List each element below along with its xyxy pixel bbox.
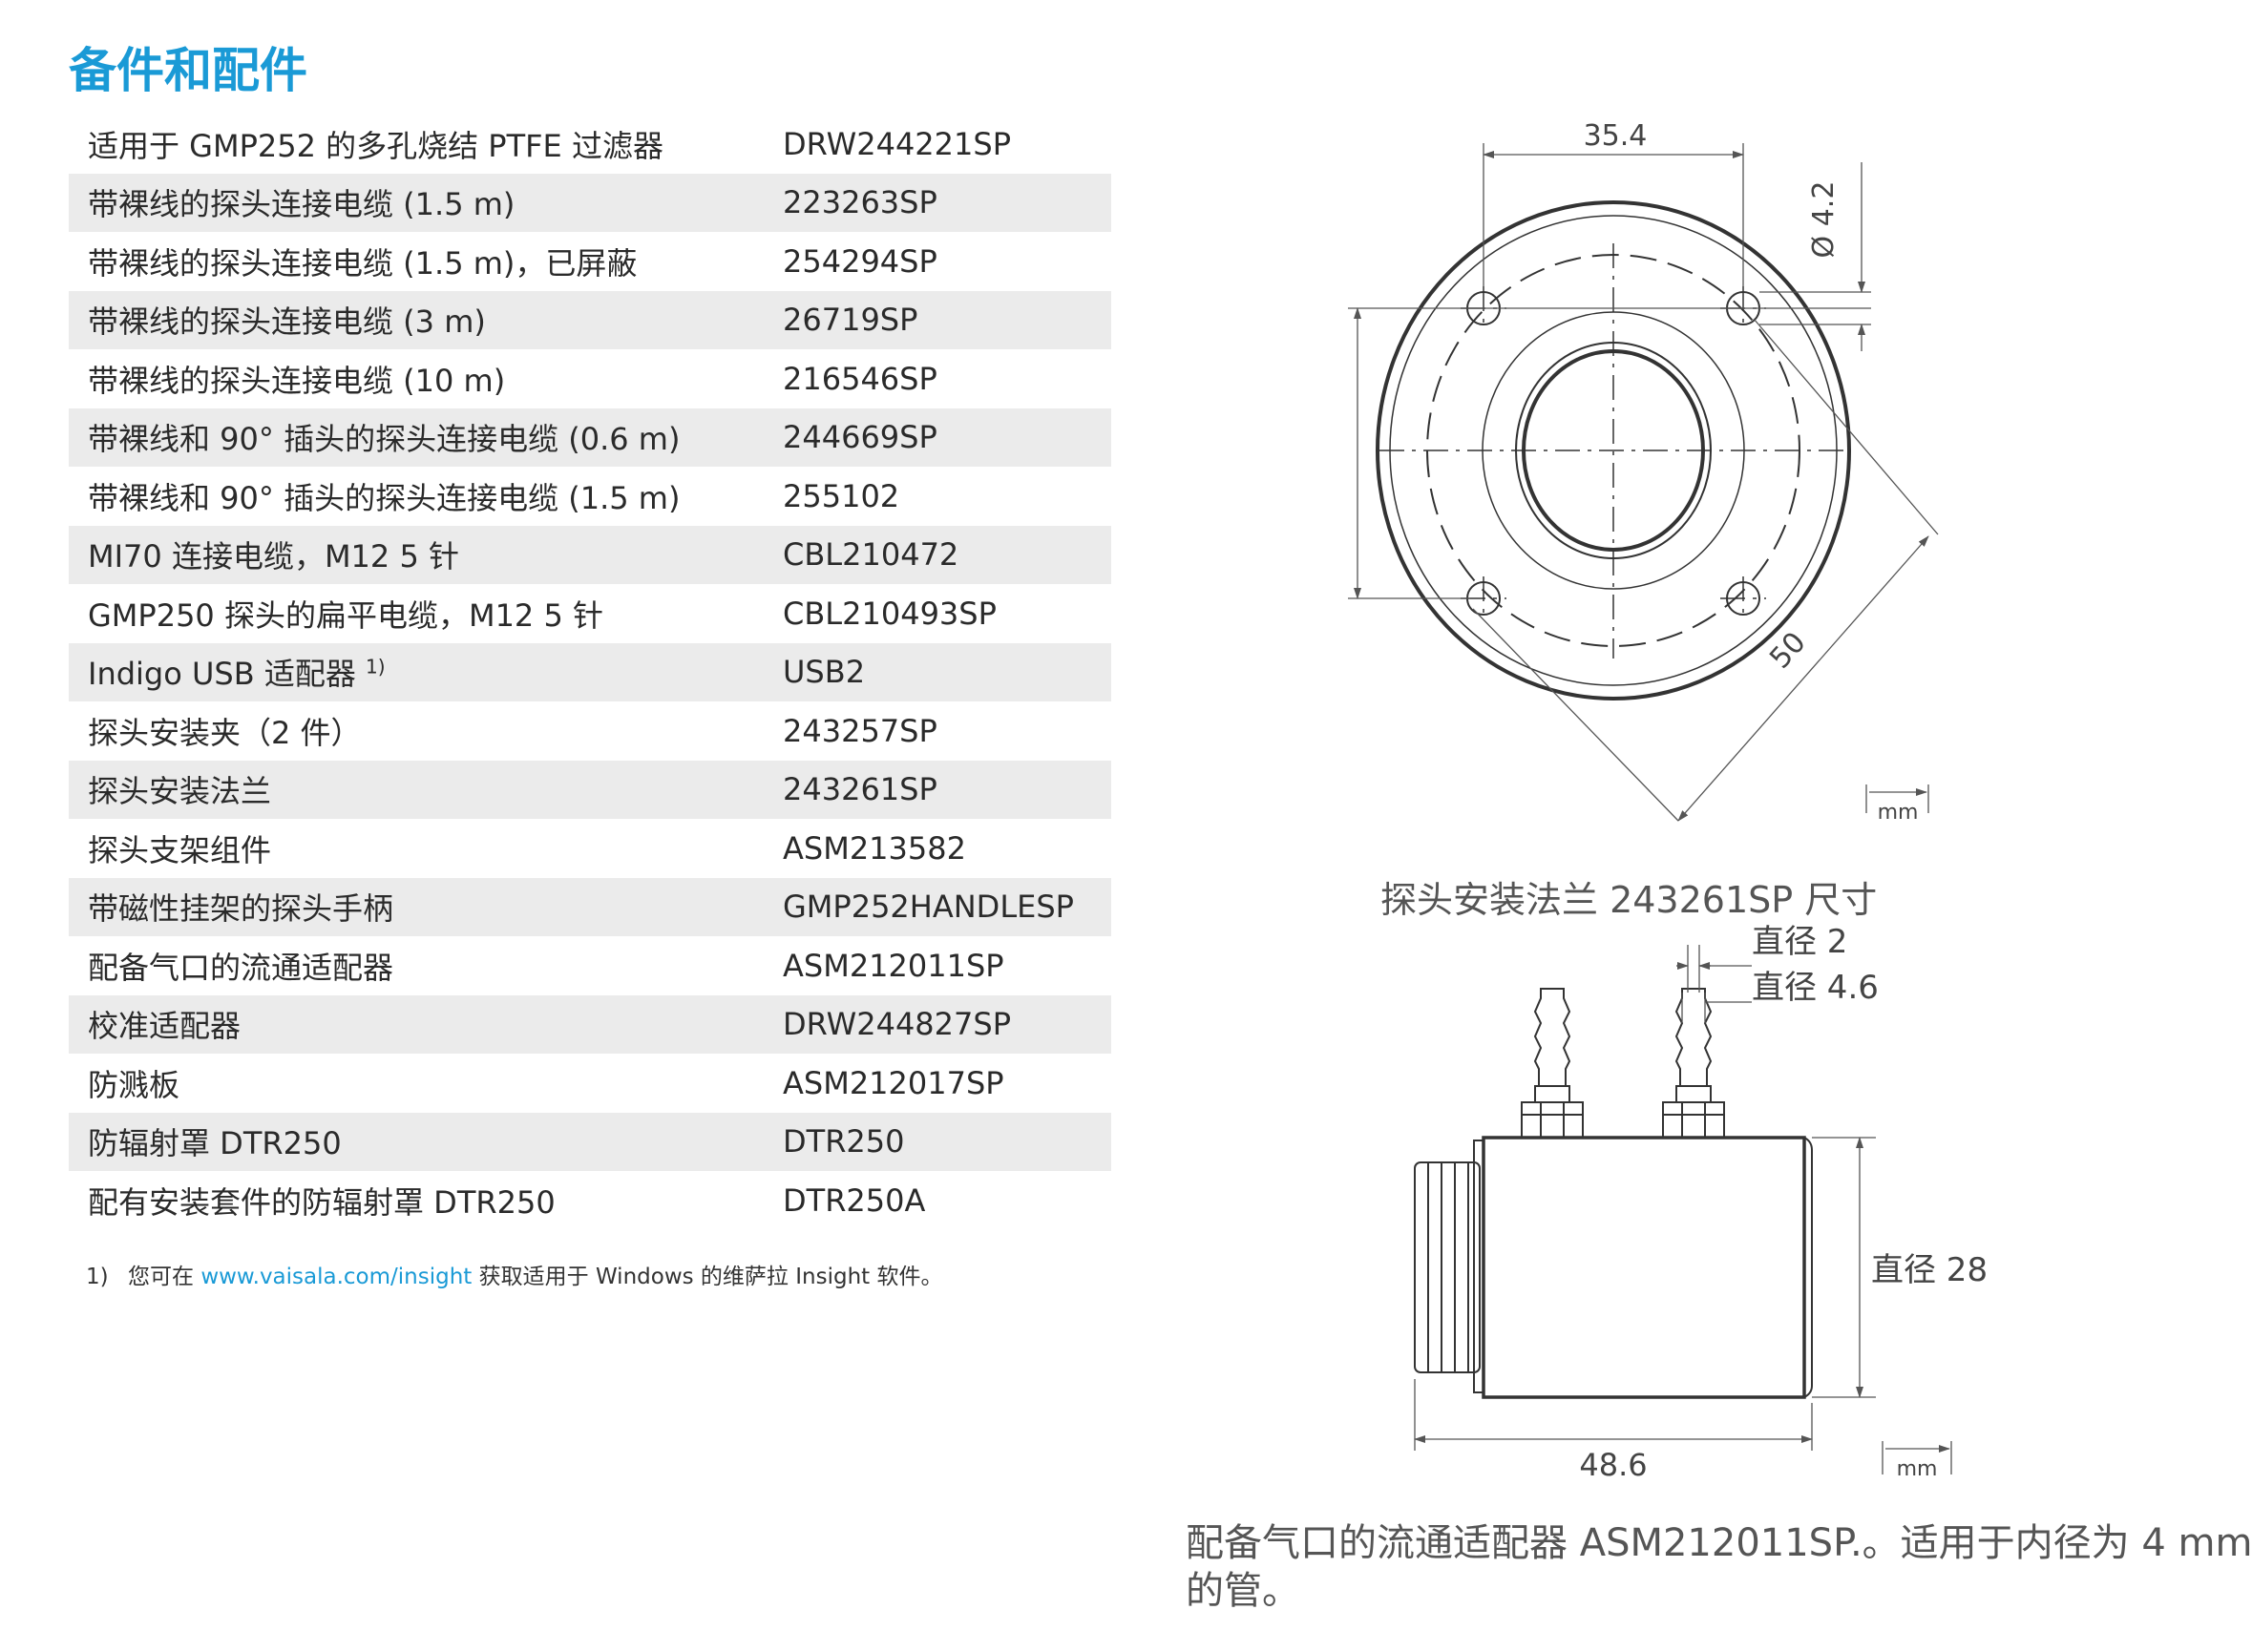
dim-port-inner: 直径 2 <box>1752 923 1847 961</box>
table-row: 带裸线的探头连接电缆 (3 m) 26719SP <box>69 290 1111 349</box>
table-row: 防辐射罩 DTR250 DTR250 <box>69 1112 1111 1171</box>
flange-caption: 探头安装法兰 243261SP 尺寸 <box>1380 879 1878 921</box>
part-code: 26719SP <box>783 302 918 339</box>
part-code: DRW244827SP <box>783 1006 1011 1043</box>
footnote-mark: 1) <box>86 1265 109 1289</box>
part-code: 254294SP <box>783 242 937 280</box>
part-code: ASM212011SP <box>783 947 1004 984</box>
table-row: 校准适配器 DRW244827SP <box>69 994 1111 1054</box>
table-row: GMP250 探头的扁平电缆，M12 5 针 CBL210493SP <box>69 584 1111 643</box>
adapter-body <box>1482 1136 1806 1399</box>
dim-hole-diameter: Ø 4.2 <box>1807 181 1841 259</box>
adapter-unit-label: mm <box>1897 1457 1938 1481</box>
flange-drawing <box>1348 143 1939 822</box>
part-code: ASM212017SP <box>783 1064 1004 1101</box>
part-code: 244669SP <box>783 419 937 456</box>
part-code: DTR250 <box>783 1123 905 1161</box>
gas-port-left <box>1521 988 1584 1139</box>
table-row: 探头支架组件 ASM213582 <box>69 819 1111 878</box>
part-code: DTR250A <box>783 1181 926 1219</box>
dim-flange-width: 35.4 <box>1584 119 1648 153</box>
footnote-text-after: 获取适用于 Windows 的维萨拉 Insight 软件。 <box>472 1265 943 1289</box>
table-row: 带磁性挂架的探头手柄 GMP252HANDLESP <box>69 877 1111 936</box>
part-name: 带裸线和 90° 插头的探头连接电缆 (1.5 m) <box>88 479 681 516</box>
flange-unit-label: mm <box>1878 801 1919 825</box>
part-name: MI70 连接电缆，M12 5 针 <box>88 538 459 575</box>
adapter-drawing <box>1414 945 1952 1474</box>
adapter-thread <box>1414 1140 1484 1393</box>
part-name: 探头支架组件 <box>88 831 272 868</box>
flange-outer-rim <box>1376 200 1851 701</box>
center-lines <box>1379 243 1847 659</box>
parts-table: 适用于 GMP252 的多孔烧结 PTFE 过滤器 DRW244221SP 带裸线… <box>69 115 1111 1230</box>
table-row: 探头安装法兰 243261SP <box>69 760 1111 819</box>
part-code: 216546SP <box>783 360 937 397</box>
flange-dimensions <box>1348 143 1939 822</box>
part-name: 防溅板 <box>88 1066 180 1103</box>
part-name: 防辐射罩 DTR250 <box>88 1125 342 1162</box>
part-name: 带裸线的探头连接电缆 (3 m) <box>88 303 486 341</box>
page-title: 备件和配件 <box>69 43 307 98</box>
part-name: 配备气口的流通适配器 <box>88 949 394 986</box>
part-name: 配有安装套件的防辐射罩 DTR250 <box>88 1183 556 1221</box>
table-row: 防溅板 ASM212017SP <box>69 1054 1111 1113</box>
part-name: GMP250 探头的扁平电缆，M12 5 针 <box>88 596 603 634</box>
part-code: 243261SP <box>783 771 937 808</box>
part-name: 探头安装夹（2 件） <box>88 714 362 751</box>
table-row: 带裸线和 90° 插头的探头连接电缆 (1.5 m) 255102 <box>69 467 1111 526</box>
table-row: 带裸线和 90° 插头的探头连接电缆 (0.6 m) 244669SP <box>69 408 1111 467</box>
part-code: ASM213582 <box>783 829 966 867</box>
part-name: 校准适配器 <box>88 1008 242 1045</box>
part-name: 带裸线的探头连接电缆 (10 m) <box>88 362 506 399</box>
table-row: Indigo USB 适配器 1)USB2 <box>69 642 1111 701</box>
part-code: CBL210493SP <box>783 595 997 632</box>
part-code: 255102 <box>783 477 900 514</box>
table-row: 带裸线的探头连接电缆 (10 m) 216546SP <box>69 349 1111 408</box>
insight-link[interactable]: www.vaisala.com/insight <box>200 1265 473 1289</box>
gas-port-right <box>1662 988 1725 1139</box>
adapter-caption-line2: 的管。 <box>1186 1569 1300 1613</box>
dim-body-length: 48.6 <box>1579 1447 1647 1483</box>
part-name: 带裸线的探头连接电缆 (1.5 m)，已屏蔽 <box>88 244 638 282</box>
footnote-ref: 1) <box>366 655 386 679</box>
table-row: MI70 连接电缆，M12 5 针 CBL210472 <box>69 525 1111 584</box>
part-name: 带裸线的探头连接电缆 (1.5 m) <box>88 186 516 223</box>
part-code: CBL210472 <box>783 536 959 574</box>
part-code: 223263SP <box>783 184 937 221</box>
part-name: 带磁性挂架的探头手柄 <box>88 890 394 928</box>
technical-drawings: 35.4 Ø 4.2 50 mm <box>1348 119 1988 1483</box>
dim-body-diameter: 直径 28 <box>1871 1251 1988 1289</box>
adapter-caption-line1: 配备气口的流通适配器 ASM212011SP.。适用于内径为 4 mm <box>1186 1521 2252 1565</box>
part-name: 适用于 GMP252 的多孔烧结 PTFE 过滤器 <box>88 127 663 164</box>
part-name: 探头安装法兰 <box>88 773 272 810</box>
part-name-with-footnote: Indigo USB 适配器 1) <box>69 650 783 694</box>
footnote-text-before: 您可在 <box>128 1265 201 1289</box>
part-code: 243257SP <box>783 712 937 749</box>
table-row: 带裸线的探头连接电缆 (1.5 m)，已屏蔽 254294SP <box>69 232 1111 291</box>
table-row: 配备气口的流通适配器 ASM212011SP <box>69 936 1111 995</box>
adapter-caption: 配备气口的流通适配器 ASM212011SP.。适用于内径为 4 mm 的管。 <box>1186 1519 2252 1615</box>
dim-port-outer: 直径 4.6 <box>1752 969 1879 1007</box>
table-row: 探头安装夹（2 件） 243257SP <box>69 701 1111 761</box>
part-code: USB2 <box>783 654 866 691</box>
part-name: 带裸线和 90° 插头的探头连接电缆 (0.6 m) <box>88 421 681 458</box>
table-row: 配有安装套件的防辐射罩 DTR250 DTR250A <box>69 1171 1111 1230</box>
part-code: GMP252HANDLESP <box>783 889 1074 926</box>
adapter-dimensions <box>1414 945 1952 1474</box>
table-row: 适用于 GMP252 的多孔烧结 PTFE 过滤器 DRW244221SP <box>69 115 1111 174</box>
footnote: 1) 您可在 www.vaisala.com/insight 获取适用于 Wind… <box>86 1258 942 1290</box>
part-code: DRW244221SP <box>783 125 1011 162</box>
part-name: Indigo USB 适配器 <box>88 656 356 693</box>
table-row: 带裸线的探头连接电缆 (1.5 m) 223263SP <box>69 173 1111 232</box>
